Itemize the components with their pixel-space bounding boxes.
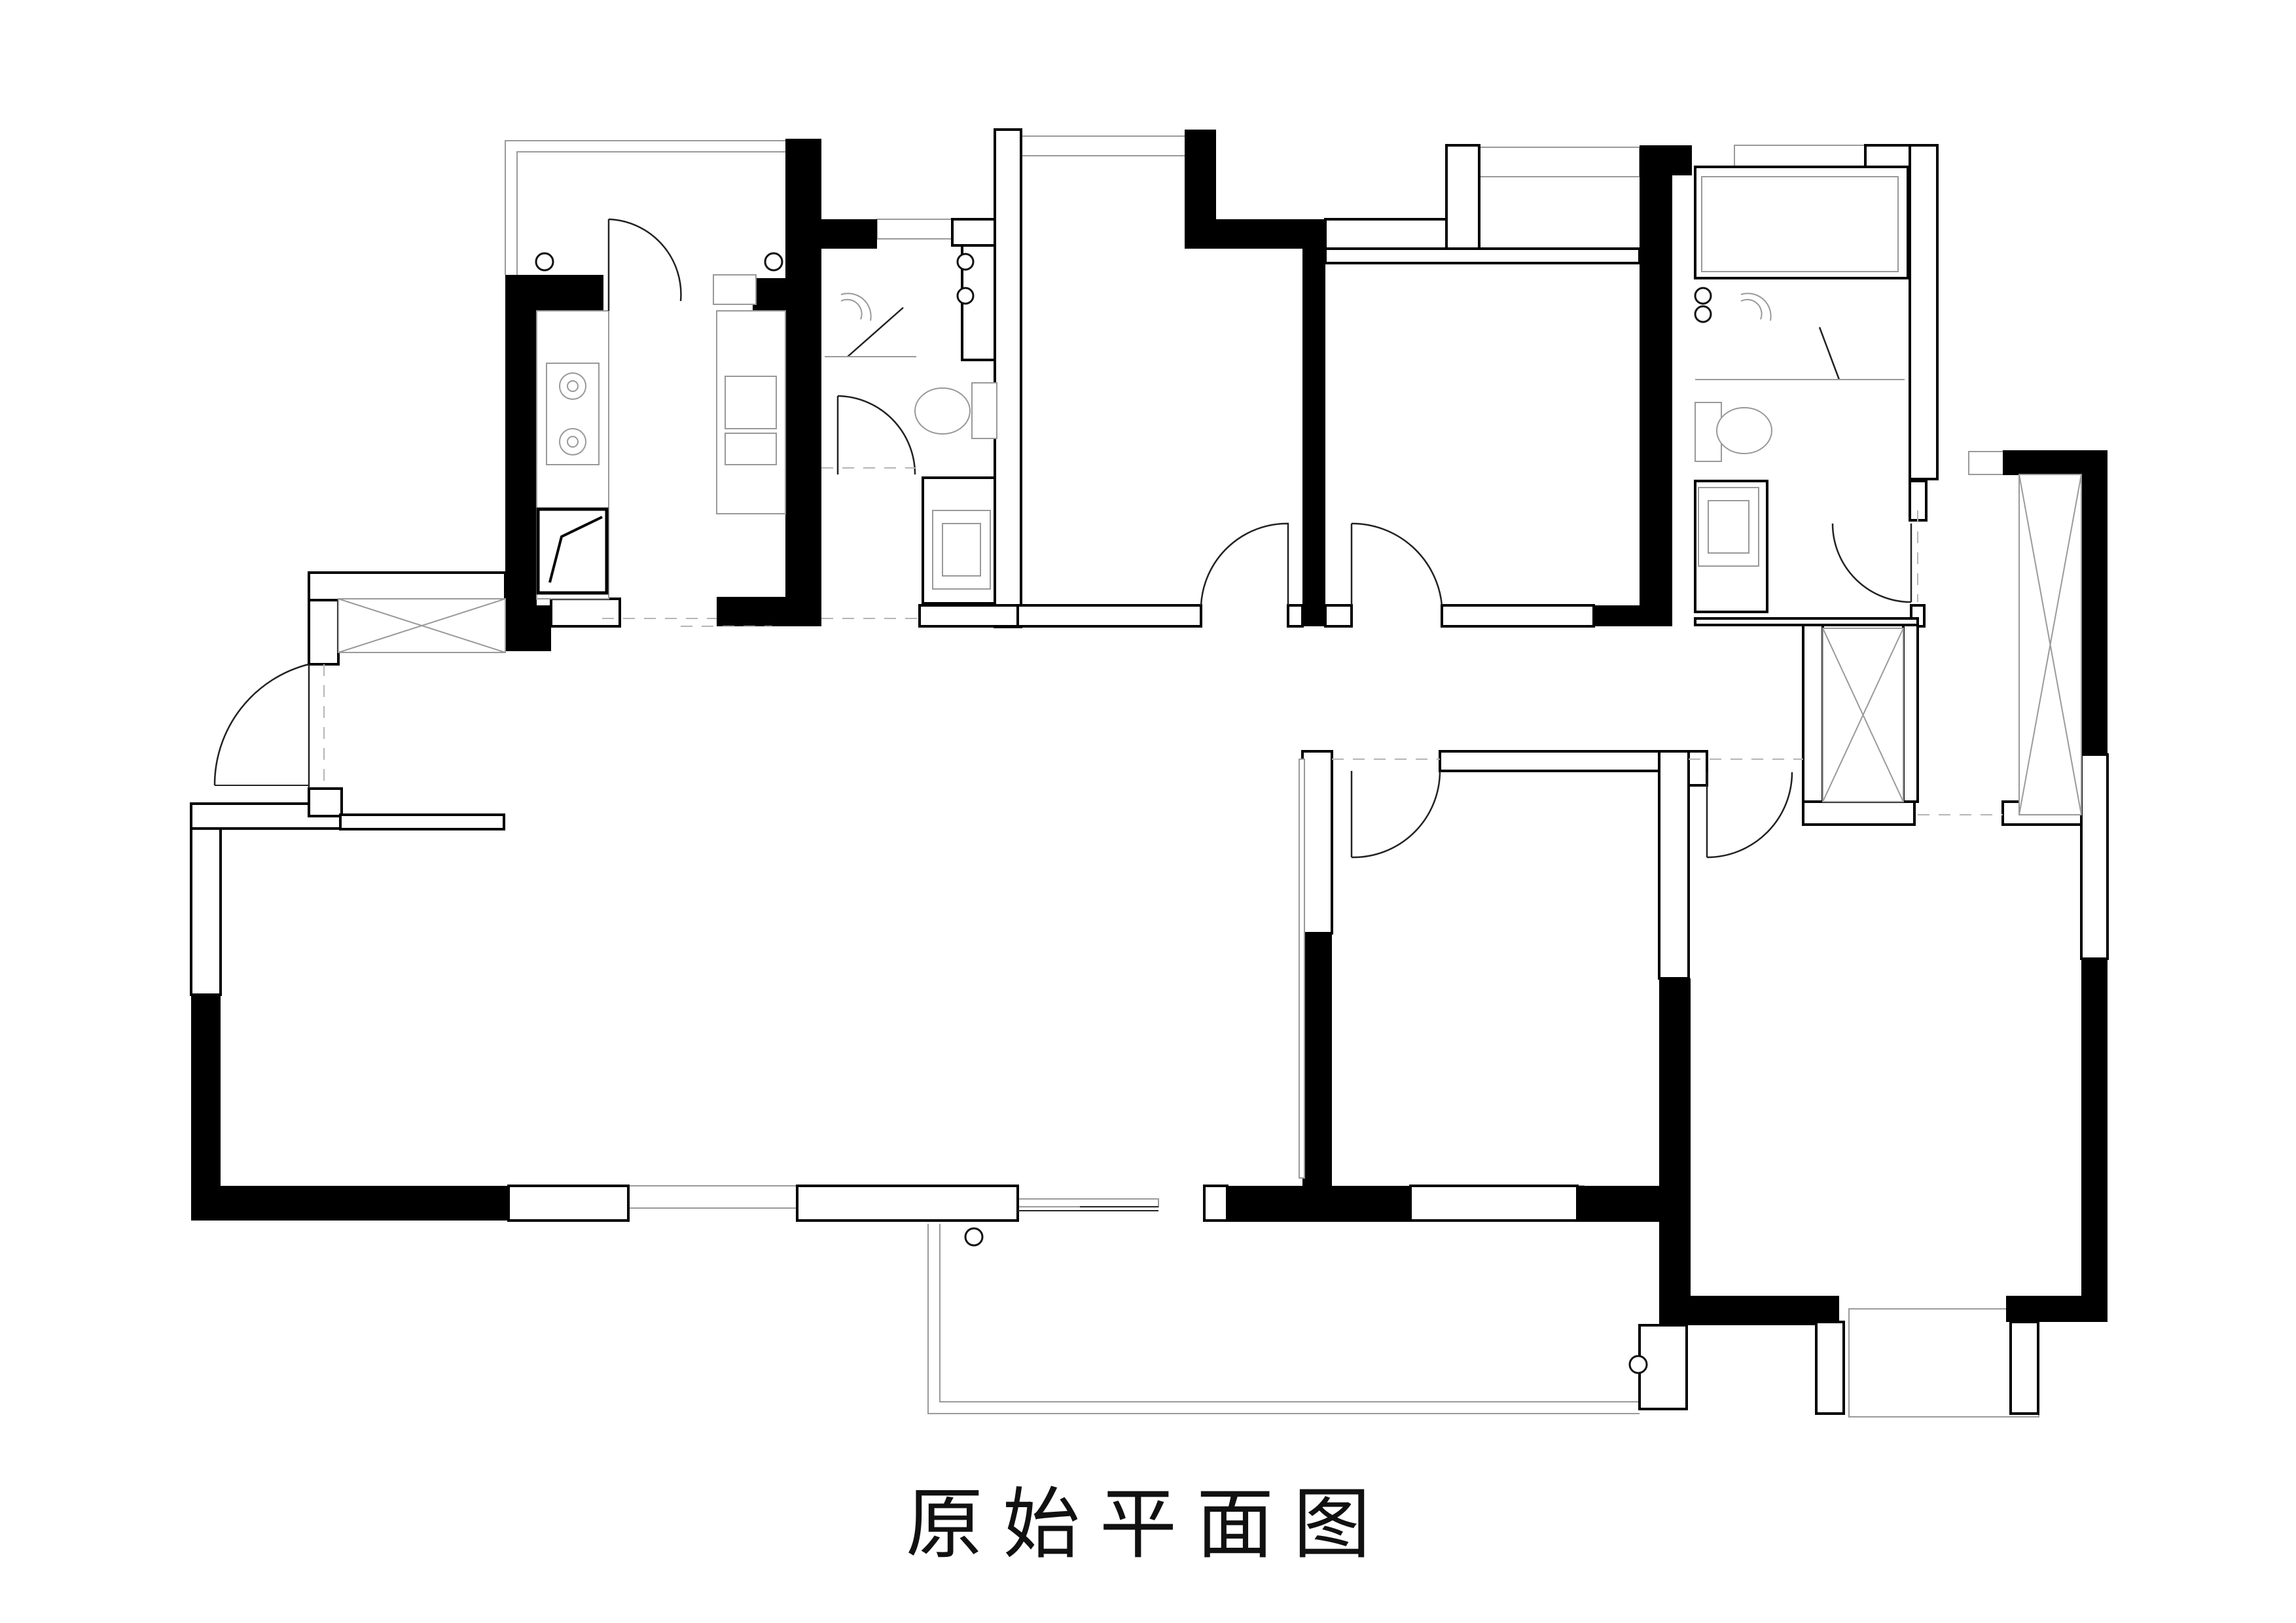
bathroom-1-fixtures (825, 253, 997, 590)
bath-1-door-icon (836, 395, 916, 475)
wall-segment (2081, 959, 2108, 1322)
wall-segment (785, 139, 821, 626)
drain-pipes (535, 252, 1648, 1374)
kitchen-door-icon (607, 218, 682, 311)
wall-segment (2009, 1321, 2039, 1415)
openings (323, 467, 2003, 815)
wall-segment (2006, 1296, 2108, 1322)
wall-segment (1287, 604, 1304, 628)
wall-segment (2080, 753, 2109, 960)
kitchen-sink-icon (725, 376, 777, 465)
wall-segment (1902, 624, 1919, 803)
wall-segment (1324, 604, 1353, 628)
kitchen-balcony-outline (505, 140, 793, 275)
wall-segment (1802, 624, 1824, 826)
shower-icon (1695, 293, 1905, 380)
wall-segment (1687, 750, 1708, 787)
wall-segment (1909, 144, 1939, 480)
pipe-icon (1694, 287, 1712, 305)
closet-panel (1299, 758, 1305, 1179)
entry-door-icon (213, 663, 310, 789)
wall-segment (339, 813, 505, 830)
wall-segment (2081, 450, 2108, 755)
wall-segment (753, 278, 789, 311)
wall-segment (505, 275, 537, 651)
wall-segment (1441, 604, 1595, 628)
wall-segment (1016, 604, 1202, 628)
load-bearing-walls (191, 130, 2108, 1374)
wall-segment (1302, 219, 1325, 626)
master-bedroom-door-icon (1706, 772, 1793, 859)
bathroom-sink-icon (932, 510, 991, 590)
wall-segment (1815, 1321, 1845, 1415)
toilet-icon (1695, 402, 1772, 462)
wall-segment (190, 802, 222, 996)
wall-segment (1185, 219, 1325, 249)
pipe-icon (1628, 1355, 1648, 1374)
wall-segment (1409, 1185, 1579, 1222)
wall-segment (191, 995, 221, 1221)
wall-segment (1802, 800, 1916, 826)
pipe-icon (764, 252, 783, 272)
wall-segment (308, 571, 507, 601)
shower-icon (825, 293, 916, 357)
wall-segment (1324, 247, 1641, 264)
pipe-icon (535, 252, 554, 272)
doors (213, 218, 1912, 859)
wall-segment (796, 1185, 1019, 1222)
plan-title: 原始平面图 (905, 1479, 1390, 1569)
pipe-icon (956, 253, 975, 271)
wall-segment (1638, 1324, 1688, 1410)
wall-segment (507, 1185, 630, 1222)
wall-segment (550, 597, 621, 628)
wall-segment (1640, 145, 1672, 626)
wall-segment (1445, 144, 1480, 250)
bedroom-1-door-icon (1200, 522, 1289, 606)
pipe-icon (964, 1227, 984, 1247)
master-bath-door-icon (1831, 523, 1912, 603)
bathtub-icon (1701, 176, 1899, 272)
wall-segment (1658, 750, 1690, 980)
wall-segment (1302, 933, 1332, 1191)
wall-segment (1659, 978, 1691, 1325)
wall-segment (918, 604, 1022, 628)
partition-walls (190, 128, 2109, 1415)
south-balcony-outline (927, 1224, 1640, 1414)
pipe-icon (956, 287, 975, 305)
wall-segment (1203, 1185, 1229, 1222)
wall-segment (1594, 605, 1672, 626)
bedroom-3-door-icon (1350, 770, 1441, 859)
wall-segment (505, 605, 551, 651)
wall-segment (717, 597, 821, 626)
bedroom-2-door-icon (1350, 522, 1443, 606)
wall-segment (1227, 1186, 1410, 1222)
wall-segment (1301, 750, 1333, 935)
wardrobes (338, 474, 2082, 1179)
wall-segment (821, 219, 877, 249)
pipe-icon (1694, 305, 1712, 323)
wall-segment (191, 1186, 509, 1221)
bathroom-sink-icon (1698, 487, 1759, 567)
kitchen-fixtures (536, 274, 786, 599)
wall-segment (951, 218, 999, 247)
sliding-door-icon (1018, 1206, 1158, 1211)
stove-icon (546, 363, 600, 465)
wall-segment (1439, 750, 1690, 772)
toilet-icon (914, 382, 997, 439)
wall-segment (308, 787, 343, 817)
kitchen-cabinet (713, 274, 757, 305)
fridge-icon (536, 507, 609, 595)
wall-segment (1577, 1186, 1689, 1222)
wall-segment (994, 128, 1022, 628)
master-bath-fixtures (1694, 176, 1905, 567)
